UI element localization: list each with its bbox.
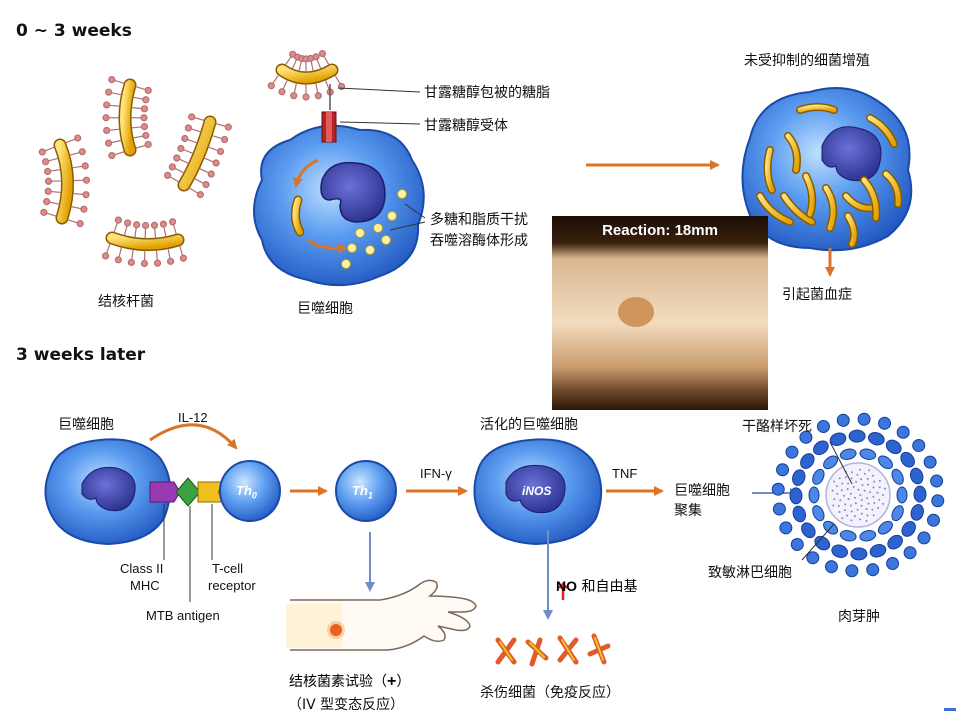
bacterium-coated: [275, 63, 339, 85]
skin-reaction-photo: Reaction: 18mm: [552, 216, 768, 410]
no-radicals-label: NO 和自由基: [556, 576, 637, 596]
aggregate-label-line2: 聚集: [674, 503, 702, 519]
th0-label: Th0: [236, 483, 257, 501]
macrophage-label-bottom: 巨噬细胞: [58, 417, 114, 433]
killed-bacteria: [495, 633, 611, 667]
tuberculin-plus: +: [387, 673, 397, 690]
activated-macrophage-label: 活化的巨噬细胞: [480, 417, 578, 433]
inhibition-line2: 吞噬溶酶体形成: [430, 233, 528, 249]
macrophage-label-top: 巨噬细胞: [297, 301, 353, 317]
tuberculin-text: 结核菌素试验（: [289, 674, 387, 690]
necrosis-label: 干酪样坏死: [742, 419, 812, 435]
macrophage-top: [253, 84, 425, 287]
th0-sub: 0: [251, 490, 257, 501]
bacterium-coated: [53, 138, 75, 225]
section-early-heading: 0 ~ 3 weeks: [16, 21, 132, 41]
proliferation-label: 未受抑制的细菌增殖: [744, 53, 870, 69]
kill-bacteria-label: 杀伤细菌（免疫反应）: [480, 685, 620, 701]
no-main: NO: [556, 578, 577, 594]
bacterium-coated: [105, 231, 185, 252]
lymphocyte-label: 致敏淋巴细胞: [708, 565, 792, 581]
il12-label: IL-12: [178, 410, 208, 425]
bacterium-coated: [118, 78, 137, 157]
ifn-gamma-label: IFN-γ: [420, 466, 452, 481]
no-rest: 和自由基: [577, 579, 638, 595]
tuberculin-test-label: 结核菌素试验（+）: [289, 671, 410, 691]
th0-cell: [219, 460, 281, 522]
bacteremia-label: 引起菌血症: [782, 287, 852, 303]
type-iv-label: （IV 型变态反应）: [288, 697, 405, 713]
macrophage-presenting: [44, 438, 172, 546]
tcell-label-line2: receptor: [208, 578, 256, 593]
aggregate-label-line1: 巨噬细胞: [674, 483, 730, 499]
inhibition-line1: 多糖和脂质干扰: [430, 212, 528, 228]
section-late-heading: 3 weeks later: [16, 345, 146, 365]
mhc-label-line1: Class II: [120, 561, 164, 576]
antigen-presentation: [149, 477, 225, 602]
th1-main: Th: [352, 483, 368, 498]
reaction-size-label: Reaction: 18mm: [602, 222, 718, 239]
th1-cell: [335, 460, 397, 522]
mhc-label-line2: MHC: [130, 578, 160, 593]
tcell-label-line1: T-cell: [212, 561, 244, 576]
macrophage-activated: [473, 438, 603, 546]
th1-label: Th1: [352, 483, 373, 501]
macrophage-proliferation: [741, 87, 913, 277]
forearm-test: [286, 579, 477, 651]
bacteria-label: 结核杆菌: [98, 294, 154, 310]
inos-label: iNOS: [522, 484, 552, 498]
slide-nav-icon[interactable]: [944, 708, 956, 714]
th0-main: Th: [236, 483, 252, 498]
granuloma-label: 肉芽肿: [838, 609, 880, 625]
bacterium-coated: [177, 115, 217, 192]
glycolipid-label: 甘露糖醇包被的糖脂: [424, 85, 550, 101]
tnf-label: TNF: [612, 466, 638, 481]
tuberculin-close: ）: [396, 674, 411, 690]
bacteria-group: [38, 49, 346, 268]
granuloma: [771, 412, 945, 578]
receptor-label: 甘露糖醇受体: [424, 118, 508, 134]
th1-sub: 1: [367, 490, 373, 501]
antigen-label: MTB antigen: [146, 608, 220, 623]
